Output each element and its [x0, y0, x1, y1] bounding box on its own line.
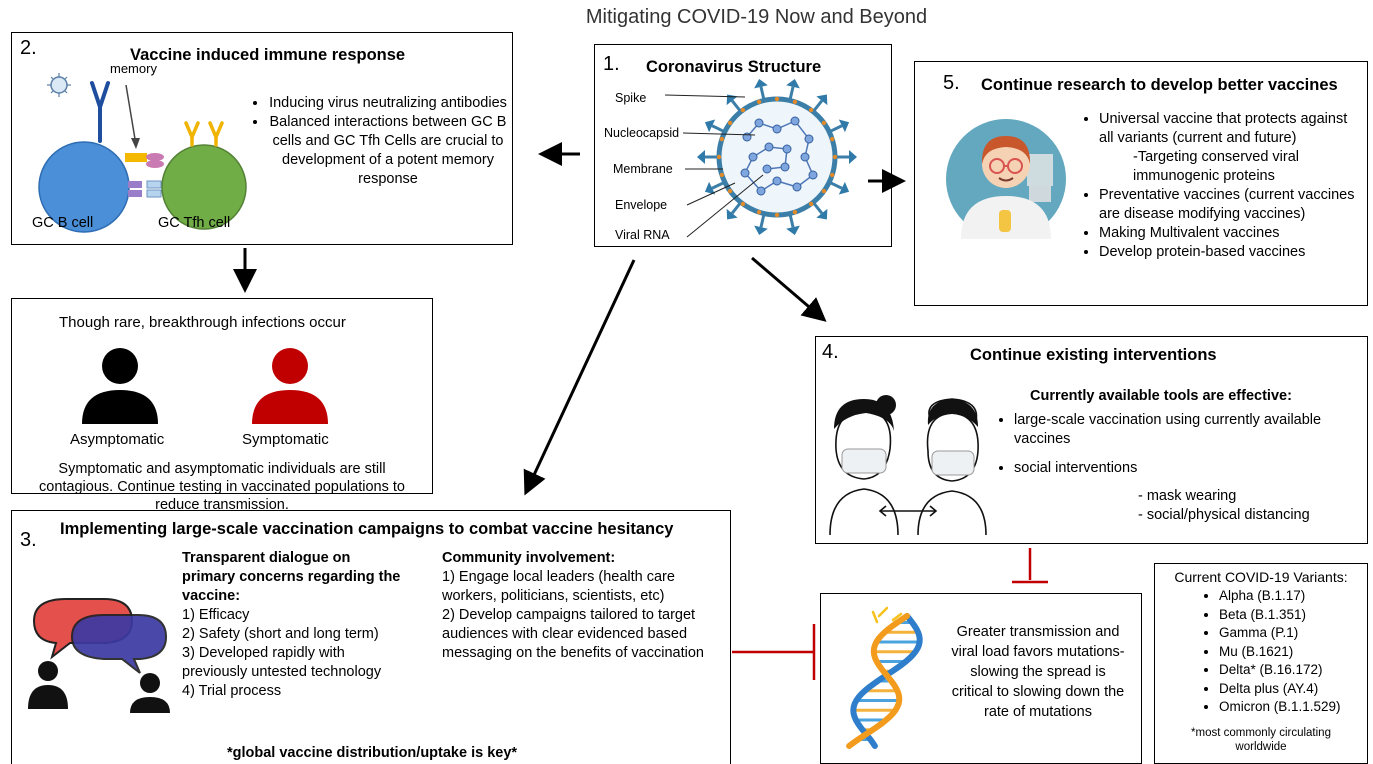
bullet: Preventative vaccines (current vaccines …	[1099, 186, 1363, 224]
variants-footnote: *most commonly circulating worldwide	[1191, 727, 1331, 753]
variant-item: Mu (B.1621)	[1219, 643, 1341, 662]
concern-item: 1) Efficacy	[182, 607, 250, 623]
bullet: Universal vaccine that protects against …	[1099, 110, 1363, 148]
breakthrough-body: Symptomatic and asymptomatic individuals…	[39, 461, 405, 513]
dialogue-heading: Transparent dialogue on primary concerns…	[182, 550, 401, 604]
breakthrough-heading: Though rare, breakthrough infections occ…	[59, 314, 346, 331]
gc-tfh-cell-label: GC Tfh cell	[158, 215, 231, 231]
immune-synapse-illustration	[38, 73, 247, 233]
bullet: Develop protein-based vaccines	[1099, 243, 1363, 262]
variants-heading: Current COVID-19 Variants:	[1174, 569, 1348, 585]
box-title: Coronavirus Structure	[646, 58, 822, 76]
box-number: 2.	[20, 37, 37, 59]
community-column: Community involvement: 1) Engage local l…	[442, 549, 722, 663]
box-number: 5.	[943, 72, 960, 94]
label-viral-rna: Viral RNA	[615, 228, 670, 242]
masked-people-icon	[829, 395, 987, 536]
variant-item: Omicron (B.1.1.529)	[1219, 698, 1341, 717]
bullet: Making Multivalent vaccines	[1099, 224, 1363, 243]
existing-interventions-box: 4. Continue existing interventions Curre…	[815, 336, 1368, 544]
mutation-box: Greater transmission and viral load favo…	[820, 593, 1142, 764]
vaccine-immune-response-box: 2. Vaccine induced immune response	[11, 32, 513, 245]
interventions-list: large-scale vaccination using currently …	[998, 411, 1373, 478]
variant-item: Delta* (B.16.172)	[1219, 661, 1341, 680]
variant-item: Beta (B.1.351)	[1219, 606, 1341, 625]
sub-item: -Targeting conserved viral immunogenic p…	[1133, 149, 1300, 184]
sub-item: - social/physical distancing	[1138, 507, 1310, 523]
variants-list: Alpha (B.1.17)Beta (B.1.351)Gamma (P.1)M…	[1203, 587, 1341, 717]
immune-bullets: Inducing virus neutralizing antibodies B…	[252, 94, 508, 189]
memory-label: memory	[110, 61, 157, 76]
concern-item: 2) Safety (short and long term)	[182, 626, 379, 642]
coronavirus-diagram	[664, 79, 857, 238]
asymptomatic-person-icon	[82, 348, 158, 424]
research-box: 5. Continue research to develop better v…	[914, 61, 1368, 306]
breakthrough-infections-box: Though rare, breakthrough infections occ…	[11, 298, 433, 513]
box-number: 3.	[20, 529, 37, 551]
sub-item: - mask wearing	[1138, 488, 1237, 504]
variant-item: Delta plus (AY.4)	[1219, 680, 1341, 699]
dialogue-column: Transparent dialogue on primary concerns…	[182, 549, 432, 701]
variant-item: Alpha (B.1.17)	[1219, 587, 1341, 606]
community-item: 2) Develop campaigns tailored to target …	[442, 607, 704, 661]
concern-item: 4) Trial process	[182, 683, 282, 699]
community-item: 1) Engage local leaders (health care wor…	[442, 569, 675, 604]
dna-icon	[846, 606, 923, 749]
box-title: Vaccine induced immune response	[130, 46, 406, 64]
virus-icon	[47, 73, 71, 97]
bullet: Inducing virus neutralizing antibodies	[268, 94, 508, 113]
scientist-icon	[946, 119, 1066, 239]
mutation-text: Greater transmission and viral load favo…	[951, 624, 1125, 720]
tools-subheading: Currently available tools are effective:	[1030, 388, 1292, 404]
box-title: Continue research to develop better vacc…	[981, 76, 1338, 94]
research-list: Universal vaccine that protects against …	[1083, 110, 1363, 262]
symptomatic-label: Symptomatic	[242, 431, 329, 448]
dialogue-icon	[28, 598, 170, 713]
label-envelope: Envelope	[615, 198, 668, 212]
bullet: large-scale vaccination using currently …	[1014, 411, 1373, 449]
concern-item: 3) Developed rapidly with previously unt…	[182, 645, 382, 680]
community-heading: Community involvement:	[442, 550, 616, 566]
tfh-receptor-icon	[184, 121, 224, 147]
bullet: social interventions	[1014, 459, 1373, 478]
vaccination-campaign-box: 3. Implementing large-scale vaccination …	[11, 510, 731, 764]
box-title: Continue existing interventions	[970, 346, 1217, 364]
box-number: 4.	[822, 341, 839, 363]
label-nucleocapsid: Nucleocapsid	[604, 126, 680, 140]
antibody-icon	[90, 81, 110, 143]
coronavirus-structure-box: 1. Coronavirus Structure Spike Nucleocap…	[594, 44, 892, 247]
bullet: Balanced interactions between GC B cells…	[268, 113, 508, 189]
symptomatic-person-icon	[252, 348, 328, 424]
box-title: Implementing large-scale vaccination cam…	[60, 520, 674, 538]
footer-note: *global vaccine distribution/uptake is k…	[226, 745, 518, 761]
variants-box: Current COVID-19 Variants: Alpha (B.1.17…	[1154, 563, 1368, 764]
page-title: Mitigating COVID-19 Now and Beyond	[585, 6, 928, 28]
gc-tfh-cell-icon	[161, 144, 247, 230]
label-spike: Spike	[615, 91, 647, 105]
box-number: 1.	[603, 53, 620, 75]
label-membrane: Membrane	[613, 162, 673, 176]
asymptomatic-label: Asymptomatic	[70, 431, 165, 448]
gc-b-cell-label: GC B cell	[32, 215, 94, 231]
variant-item: Gamma (P.1)	[1219, 624, 1341, 643]
